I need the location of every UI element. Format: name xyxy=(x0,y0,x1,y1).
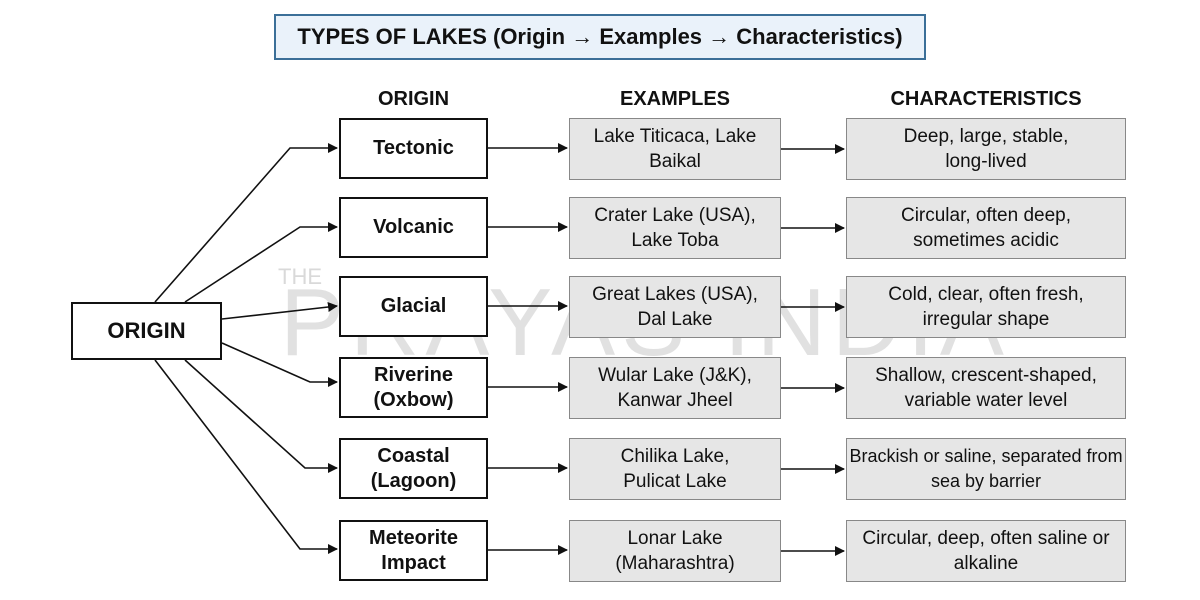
origin-box-riverine: Riverine (Oxbow) xyxy=(339,357,488,418)
example-box-coastal: Chilika Lake, Pulicat Lake xyxy=(569,438,781,500)
origin-box-meteorite: Meteorite Impact xyxy=(339,520,488,581)
branch-meteorite xyxy=(154,359,338,554)
branch-tectonic xyxy=(154,143,338,303)
origin-box-tectonic: Tectonic xyxy=(339,118,488,179)
characteristics-box-coastal: Brackish or saline, separated from sea b… xyxy=(846,438,1126,500)
branch-volcanic xyxy=(184,222,338,303)
header-characteristics: CHARACTERISTICS xyxy=(890,88,1082,110)
example-box-glacial: Great Lakes (USA), Dal Lake xyxy=(569,276,781,338)
root-origin-box: ORIGIN xyxy=(71,302,222,360)
watermark-small: THE xyxy=(278,264,322,289)
example-box-tectonic: Lake Titicaca, Lake Baikal xyxy=(569,118,781,180)
characteristics-box-riverine: Shallow, crescent-shaped, variable water… xyxy=(846,357,1126,419)
example-box-meteorite: Lonar Lake (Maharashtra) xyxy=(569,520,781,582)
example-box-riverine: Wular Lake (J&K), Kanwar Jheel xyxy=(569,357,781,419)
example-box-volcanic: Crater Lake (USA), Lake Toba xyxy=(569,197,781,259)
origin-box-glacial: Glacial xyxy=(339,276,488,337)
characteristics-box-meteorite: Circular, deep, often saline or alkaline xyxy=(846,520,1126,582)
origin-box-volcanic: Volcanic xyxy=(339,197,488,258)
diagram-title: TYPES OF LAKES (Origin → Examples → Char… xyxy=(274,14,926,60)
characteristics-box-tectonic: Deep, large, stable, long-lived xyxy=(846,118,1126,180)
branch-coastal xyxy=(184,359,338,473)
header-examples: EXAMPLES xyxy=(619,88,731,110)
branch-glacial xyxy=(221,302,338,320)
branch-riverine xyxy=(221,342,338,387)
origin-box-coastal: Coastal (Lagoon) xyxy=(339,438,488,499)
header-origin: ORIGIN xyxy=(377,88,450,110)
characteristics-box-glacial: Cold, clear, often fresh, irregular shap… xyxy=(846,276,1126,338)
characteristics-box-volcanic: Circular, often deep, sometimes acidic xyxy=(846,197,1126,259)
